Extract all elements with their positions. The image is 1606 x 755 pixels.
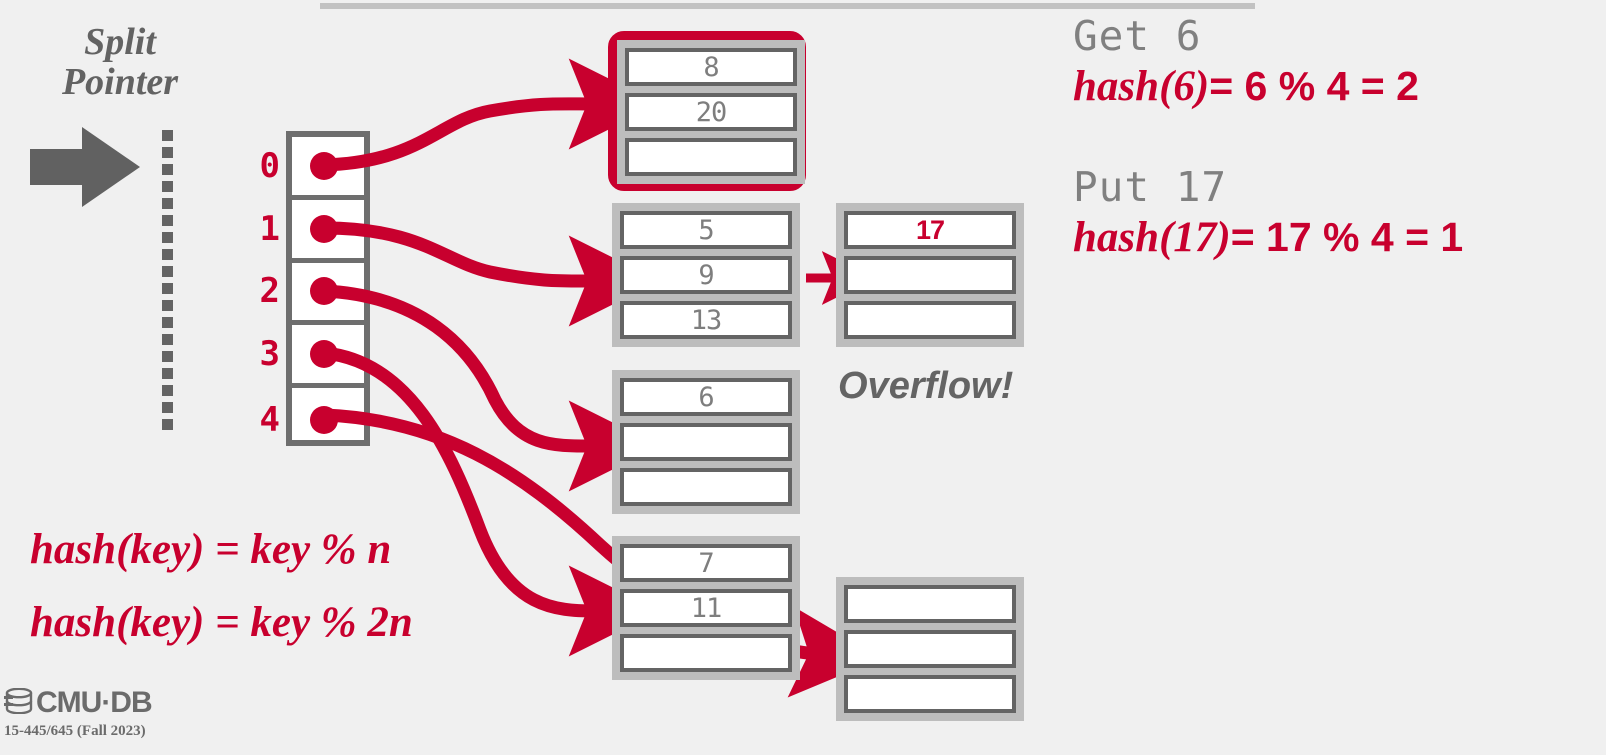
overflow-label: Overflow!: [838, 365, 1014, 407]
bucket-cell[interactable]: [625, 138, 797, 176]
overflow-bucket-bottom[interactable]: [836, 577, 1024, 721]
hash-formula-n: hash(key) = key % n: [30, 526, 392, 573]
operation-get: Get 6 hash(6)= 6 % 4 = 2: [1073, 12, 1419, 111]
bucket-cell[interactable]: [844, 585, 1016, 623]
slot-index-label: 3: [259, 334, 280, 375]
cmudb-logo-text: CMU·DB: [36, 686, 153, 719]
operation-hash-fn: hash(17): [1073, 214, 1231, 261]
bucket-cell[interactable]: 9: [620, 256, 792, 294]
slot-row[interactable]: 1: [260, 200, 364, 263]
bucket-cell[interactable]: [844, 630, 1016, 668]
bucket-cell[interactable]: 17: [844, 211, 1016, 249]
slot-index-label: 4: [259, 399, 280, 440]
cmudb-logo: CMU·DB: [4, 686, 153, 720]
top-divider-rule: [320, 3, 1255, 9]
slot-directory[interactable]: 0 1 2 3 4: [260, 131, 370, 446]
bucket-cell[interactable]: [620, 423, 792, 461]
right-block-arrow-icon: [30, 127, 140, 207]
bucket-cell[interactable]: 13: [620, 301, 792, 339]
slot-pointer-dot[interactable]: [310, 405, 338, 434]
database-cylinder-icon: [4, 687, 34, 719]
bucket-cell[interactable]: [620, 468, 792, 506]
bucket-cell[interactable]: 20: [625, 93, 797, 131]
bucket-cell[interactable]: [620, 634, 792, 672]
bucket-cell[interactable]: [844, 256, 1016, 294]
dotted-vertical-line-icon: [162, 130, 173, 452]
slot-index-label: 2: [259, 271, 280, 312]
operation-command: Get 6: [1073, 12, 1202, 60]
bucket-cell[interactable]: 6: [620, 378, 792, 416]
operation-command: Put 17: [1073, 163, 1228, 211]
slot-pointer-dot[interactable]: [310, 277, 338, 306]
bucket-cell[interactable]: [844, 301, 1016, 339]
footer: CMU·DB 15-445/645 (Fall 2023): [4, 686, 153, 740]
bucket-cell[interactable]: [844, 675, 1016, 713]
slot-row[interactable]: 2: [260, 263, 364, 326]
slot-pointer-dot[interactable]: [310, 151, 338, 180]
bucket-1[interactable]: 5 9 13: [612, 203, 800, 347]
operation-hash-expression: hash(6)= 6 % 4 = 2: [1073, 62, 1419, 111]
overflow-bucket-top[interactable]: 17: [836, 203, 1024, 347]
slot-pointer-dot[interactable]: [310, 340, 338, 369]
bucket-2[interactable]: 6: [612, 370, 800, 514]
slot-index-label: 0: [259, 145, 280, 186]
slot-row[interactable]: 0: [260, 137, 364, 200]
split-pointer-label: Split Pointer: [61, 21, 179, 104]
bucket-0[interactable]: 8 20: [617, 40, 805, 184]
operation-hash-calc: = 17 % 4 = 1: [1230, 214, 1464, 260]
bucket-cell[interactable]: 5: [620, 211, 792, 249]
slot-pointer-dot[interactable]: [310, 214, 338, 243]
slot-row[interactable]: 4: [260, 388, 364, 451]
operation-hash-fn: hash(6): [1073, 63, 1210, 110]
slot-index-label: 1: [259, 208, 280, 249]
slot-row[interactable]: 3: [260, 325, 364, 389]
operation-hash-calc: = 6 % 4 = 2: [1209, 63, 1419, 109]
hash-formula-2n: hash(key) = key % 2n: [30, 599, 413, 646]
bucket-cell[interactable]: 8: [625, 48, 797, 86]
operation-put: Put 17 hash(17)= 17 % 4 = 1: [1073, 163, 1463, 262]
course-label: 15-445/645 (Fall 2023): [4, 723, 146, 739]
bucket-cell[interactable]: 11: [620, 589, 792, 627]
operation-hash-expression: hash(17)= 17 % 4 = 1: [1073, 213, 1463, 262]
bucket-cell[interactable]: 7: [620, 544, 792, 582]
bucket-3[interactable]: 7 11: [612, 536, 800, 680]
